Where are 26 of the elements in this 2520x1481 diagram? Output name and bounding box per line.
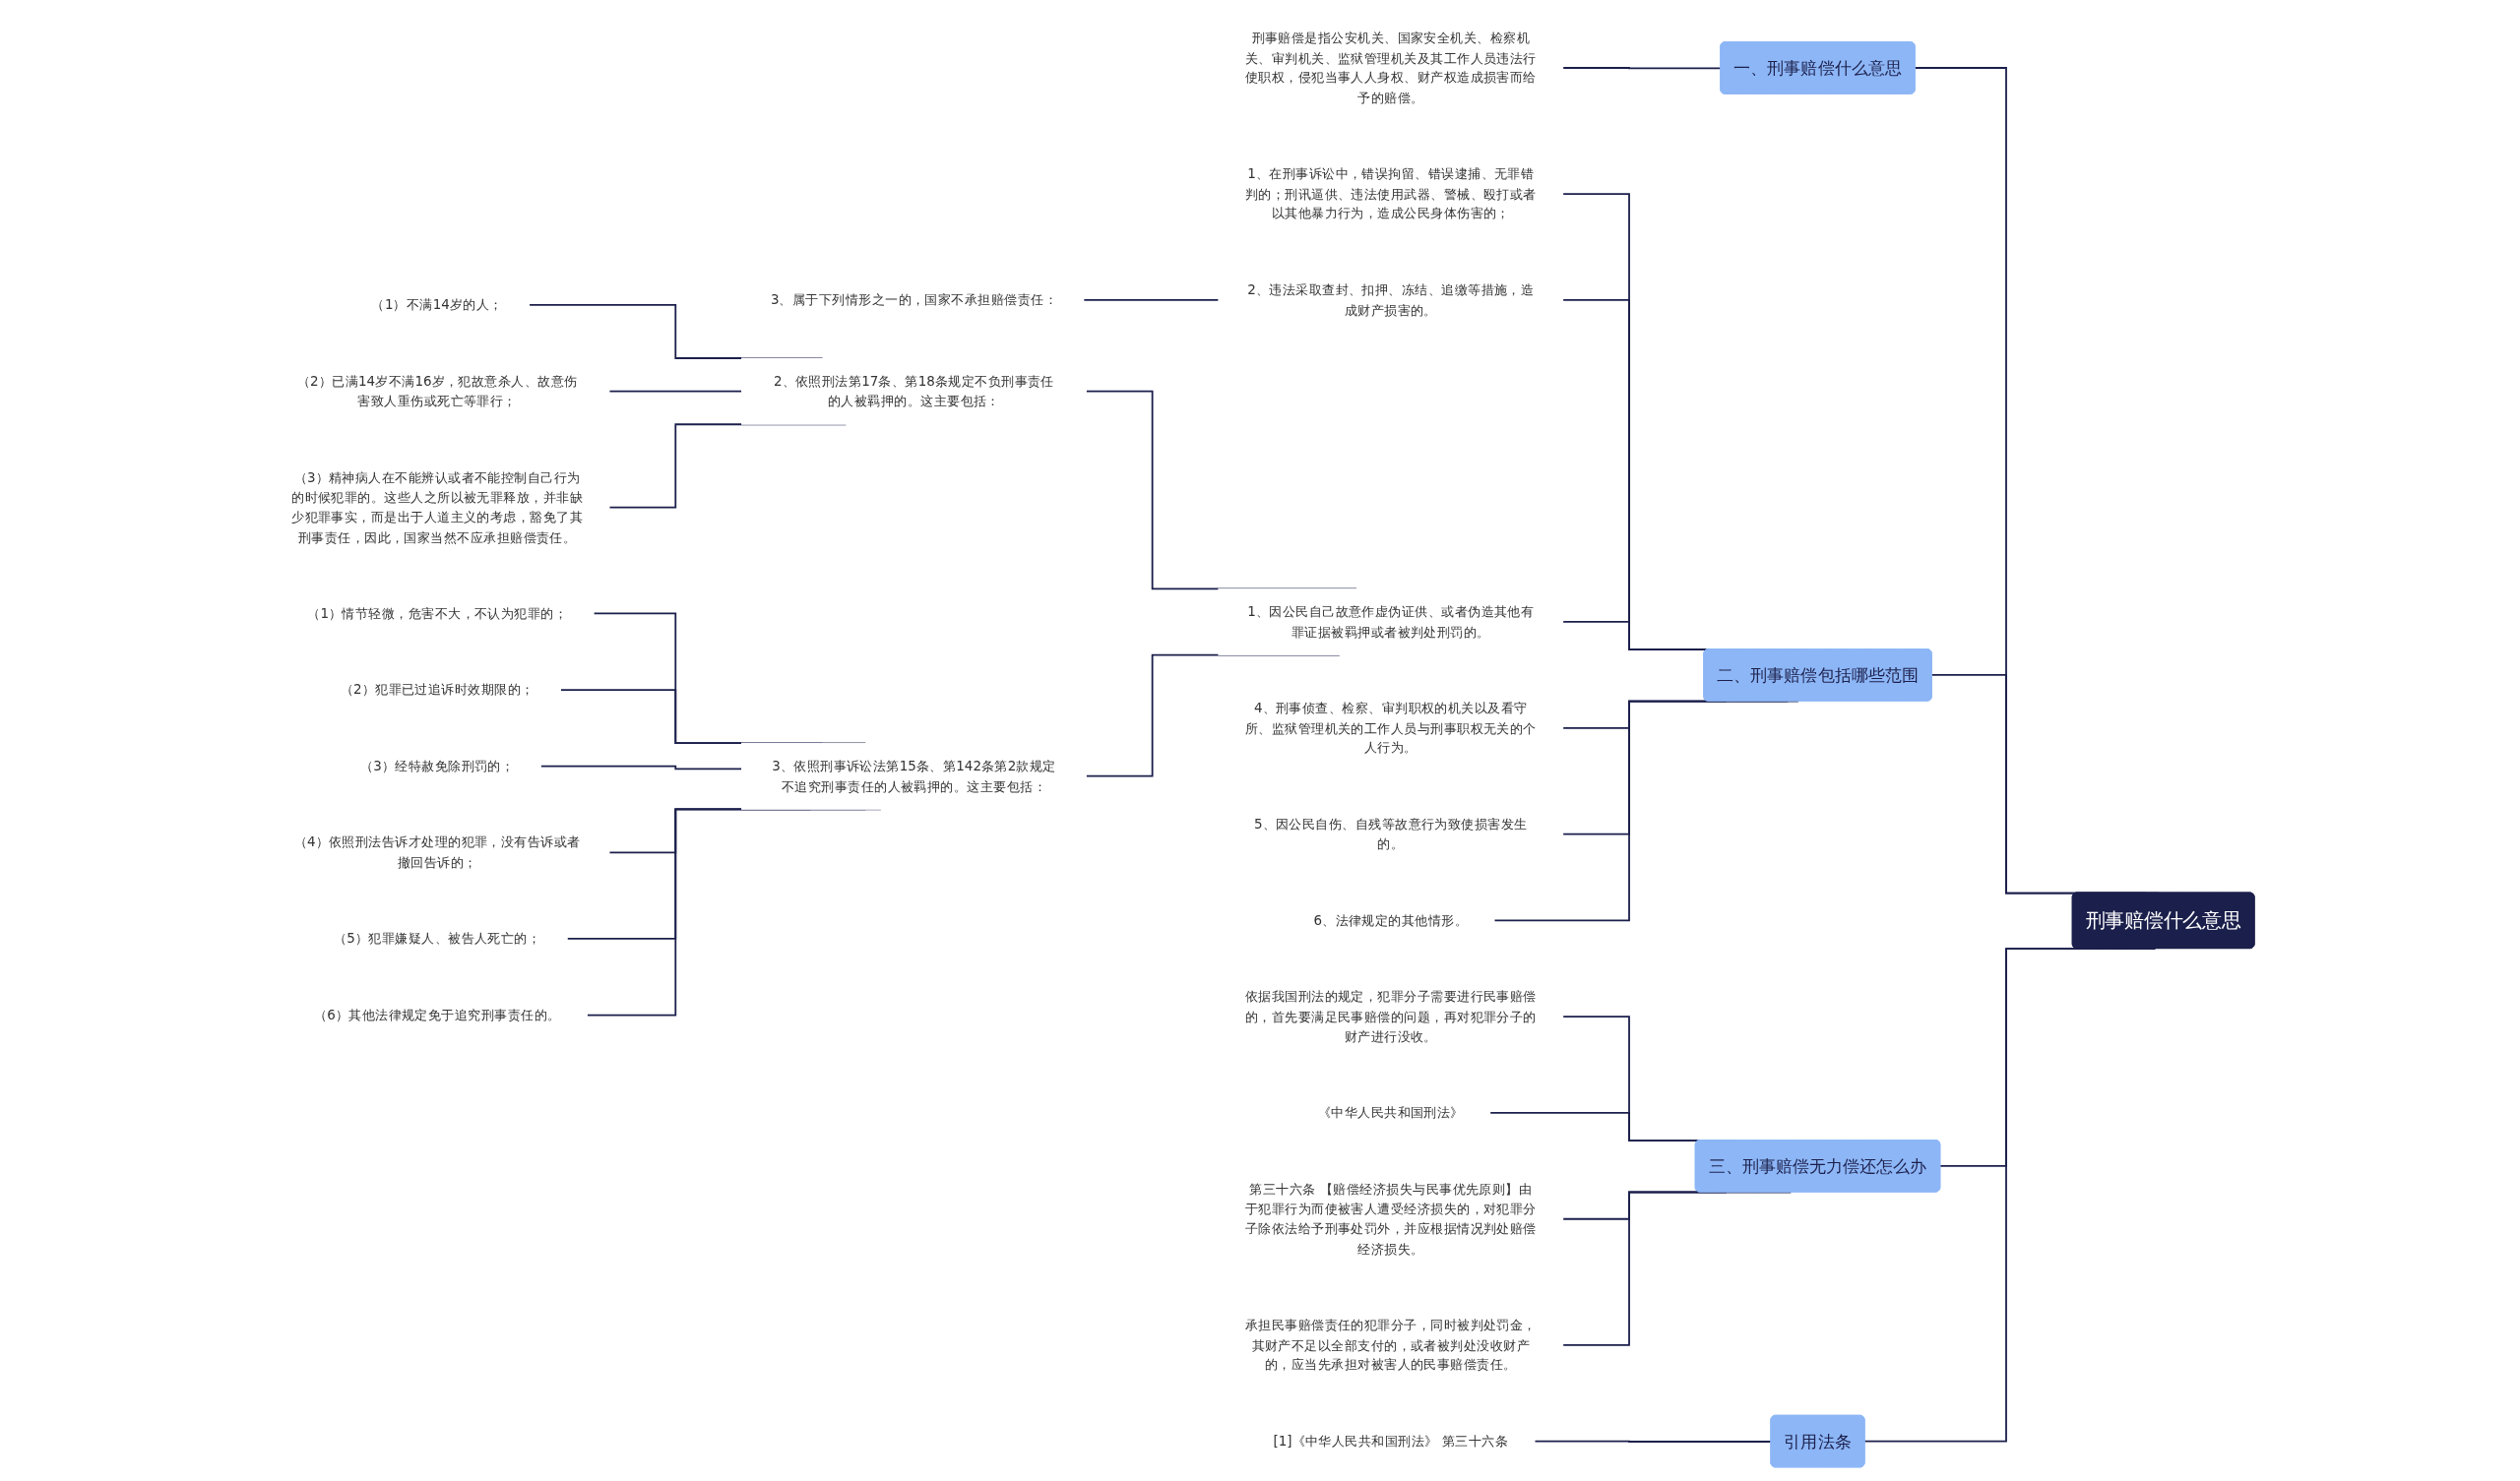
connector xyxy=(1534,1440,1773,1443)
node-text: （5）犯罪嫌疑人、被告人死亡的； xyxy=(334,930,541,947)
node-text: 4、刑事侦查、检察、审判职权的机关以及看守所、监狱管理机关的工作人员与刑事职权无关的个人行为。 xyxy=(1245,699,1538,756)
node-text: 依据我国刑法的规定，犯罪分子需要进行民事赔偿的，首先要满足民事赔偿的问题，再对犯罪分子的财产进行没收。 xyxy=(1245,988,1538,1044)
node-text: 1、在刑事诉讼中，错误拘留、错误逮捕、无罪错判的；刑讯逼供、违法使用武器、警械、殴打或者以其他暴力行为，造成公民身体伤害的； xyxy=(1245,165,1538,221)
node-text: 承担民事赔偿责任的犯罪分子，同时被判处罚金，其财产不足以全部支付的，或者被判处没收财产的，应当先承担对被害人的民事赔偿责任。 xyxy=(1245,1316,1538,1373)
connector xyxy=(608,390,743,392)
node-text: （6）其他法律规定免于追究刑事责任的。 xyxy=(314,1006,561,1022)
node-text: （3）经特赦免除刑罚的； xyxy=(360,757,515,773)
connector xyxy=(1562,66,1723,69)
node-text: 刑事赔偿是指公安机关、国家安全机关、检察机关、审判机关、监狱管理机关及其工作人员违法行使职权，侵犯当事人人身权、财产权造成损害而给予的赔偿。 xyxy=(1245,29,1538,105)
connector xyxy=(539,765,743,770)
node-text: （3）精神病人在不能辨认或者不能控制自己行为的时候犯罪的。这些人之所以被无罪释放，并非缺少犯罪事实，而是出于人道主义的考虑，豁免了其刑事责任，因此，国家当然不应承担赔偿责任。 xyxy=(291,468,584,545)
node-text: （2）已满14岁不满16岁，犯故意杀人、故意伤害致人重伤或死亡等罪行； xyxy=(296,372,578,409)
node-text: 5、因公民自伤、自残等故意行为致使损害发生的。 xyxy=(1254,815,1529,852)
node-text: 6、法律规定的其他情形。 xyxy=(1313,911,1469,928)
connector xyxy=(1083,298,1221,301)
node-text: [1]《中华人民共和国刑法》 第三十六条 xyxy=(1273,1432,1509,1449)
node-text: 第三十六条 【赔偿经济损失与民事优先原则】由于犯罪行为而使被害人遭受经济损失的，对犯罪分子除依法给予刑事处罚外，并应根据情况判处赔偿经济损失。 xyxy=(1245,1180,1538,1257)
node-text: （1）不满14岁的人； xyxy=(371,296,504,313)
node-text: 3、属于下列情形之一的，国家不承担赔偿责任： xyxy=(771,291,1058,308)
node-text: 2、违法采取查封、扣押、冻结、追缴等措施，造成财产损害的。 xyxy=(1247,281,1535,318)
node-text: （2）犯罪已过追诉时效期限的； xyxy=(341,681,535,698)
node-text: 《中华人民共和国刑法》 xyxy=(1318,1104,1465,1121)
node-text: （4）依照刑法告诉才处理的犯罪，没有告诉或者撤回告诉的； xyxy=(293,833,582,870)
node-text: （1）情节轻微，危害不大，不认为犯罪的； xyxy=(307,604,568,621)
